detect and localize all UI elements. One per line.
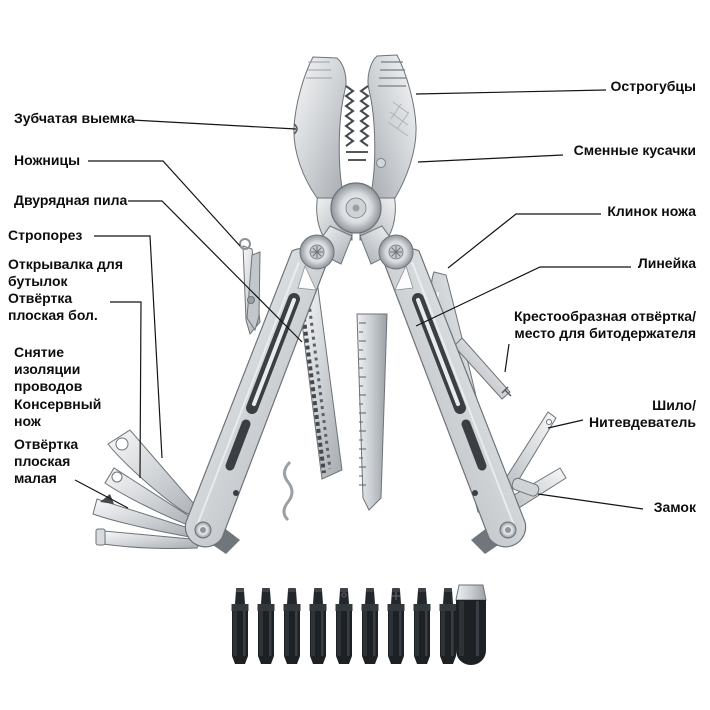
pliers-head [293, 54, 417, 270]
bit-set [231, 584, 487, 665]
corkscrew-tool [282, 460, 294, 522]
leader-phillips [504, 343, 510, 373]
wire-cutter-notch [346, 151, 368, 161]
strap-cutter-tool [107, 429, 210, 522]
bit-holder [455, 584, 487, 665]
scissors-tool [239, 238, 261, 336]
leader-knife [447, 213, 601, 269]
label-ruler: Линейка [637, 255, 696, 271]
label-bottle-opener: Открывалка для бутылок [8, 256, 123, 289]
phillips-tool [453, 337, 512, 400]
leader-pliers [415, 89, 607, 95]
bit [309, 588, 327, 664]
label-double-row-saw: Двурядная пила [14, 192, 128, 208]
leader-scissors [88, 160, 241, 247]
leader-can-opener [74, 479, 129, 509]
label-flat-screwdriver-large: Отвёртка плоская бол. [8, 290, 98, 323]
label-wire-stripper: Снятие изоляции проводов [14, 344, 83, 394]
label-scissors: Ножницы [14, 152, 81, 168]
leader-awl [547, 419, 584, 429]
label-knife-blade: Клинок ножа [607, 203, 696, 219]
leader-ruler [415, 266, 631, 327]
label-can-opener: Консервный нож [14, 396, 102, 429]
label-replaceable-cutters: Сменные кусачки [573, 142, 696, 158]
jaw-serrations-left [344, 85, 355, 147]
leader-lines [74, 89, 644, 510]
leader-lock [537, 493, 644, 510]
bit [257, 588, 275, 664]
leader-bottle-opener [110, 301, 142, 479]
label-awl-threader: Шило/ Нитевдеватель [589, 397, 696, 430]
label-lock: Замок [653, 499, 696, 515]
serrated-notch-mark [293, 123, 298, 135]
bit [361, 588, 379, 664]
leader-saw [128, 200, 303, 343]
leader-serrated-notch [131, 119, 297, 130]
label-needle-nose-pliers: Острогубцы [610, 78, 696, 94]
pliers-right-jaw [367, 54, 417, 199]
bit [231, 588, 249, 664]
label-flat-screwdriver-small: Отвёртка плоская малая [14, 436, 79, 486]
ruler-tool [356, 313, 388, 511]
bit [413, 588, 431, 664]
label-phillips-bit-holder: Крестообразная отвёртка/ место для битод… [513, 308, 696, 341]
right-handle [382, 248, 527, 548]
bit [439, 588, 457, 664]
can-opener-tool [92, 494, 206, 538]
bit [335, 588, 353, 664]
left-handle [184, 248, 329, 548]
label-strap-cutter: Стропорез [8, 227, 83, 243]
jaw-serrations-right [359, 85, 370, 147]
label-serrated-notch: Зубчатая выемка [14, 110, 135, 126]
bit [283, 588, 301, 664]
leader-cutters [417, 154, 564, 163]
leader-strap-cutter [94, 235, 163, 459]
flat-screwdriver-tool [95, 528, 203, 550]
lock-tab [511, 477, 540, 497]
file-crosshatch [387, 101, 410, 137]
